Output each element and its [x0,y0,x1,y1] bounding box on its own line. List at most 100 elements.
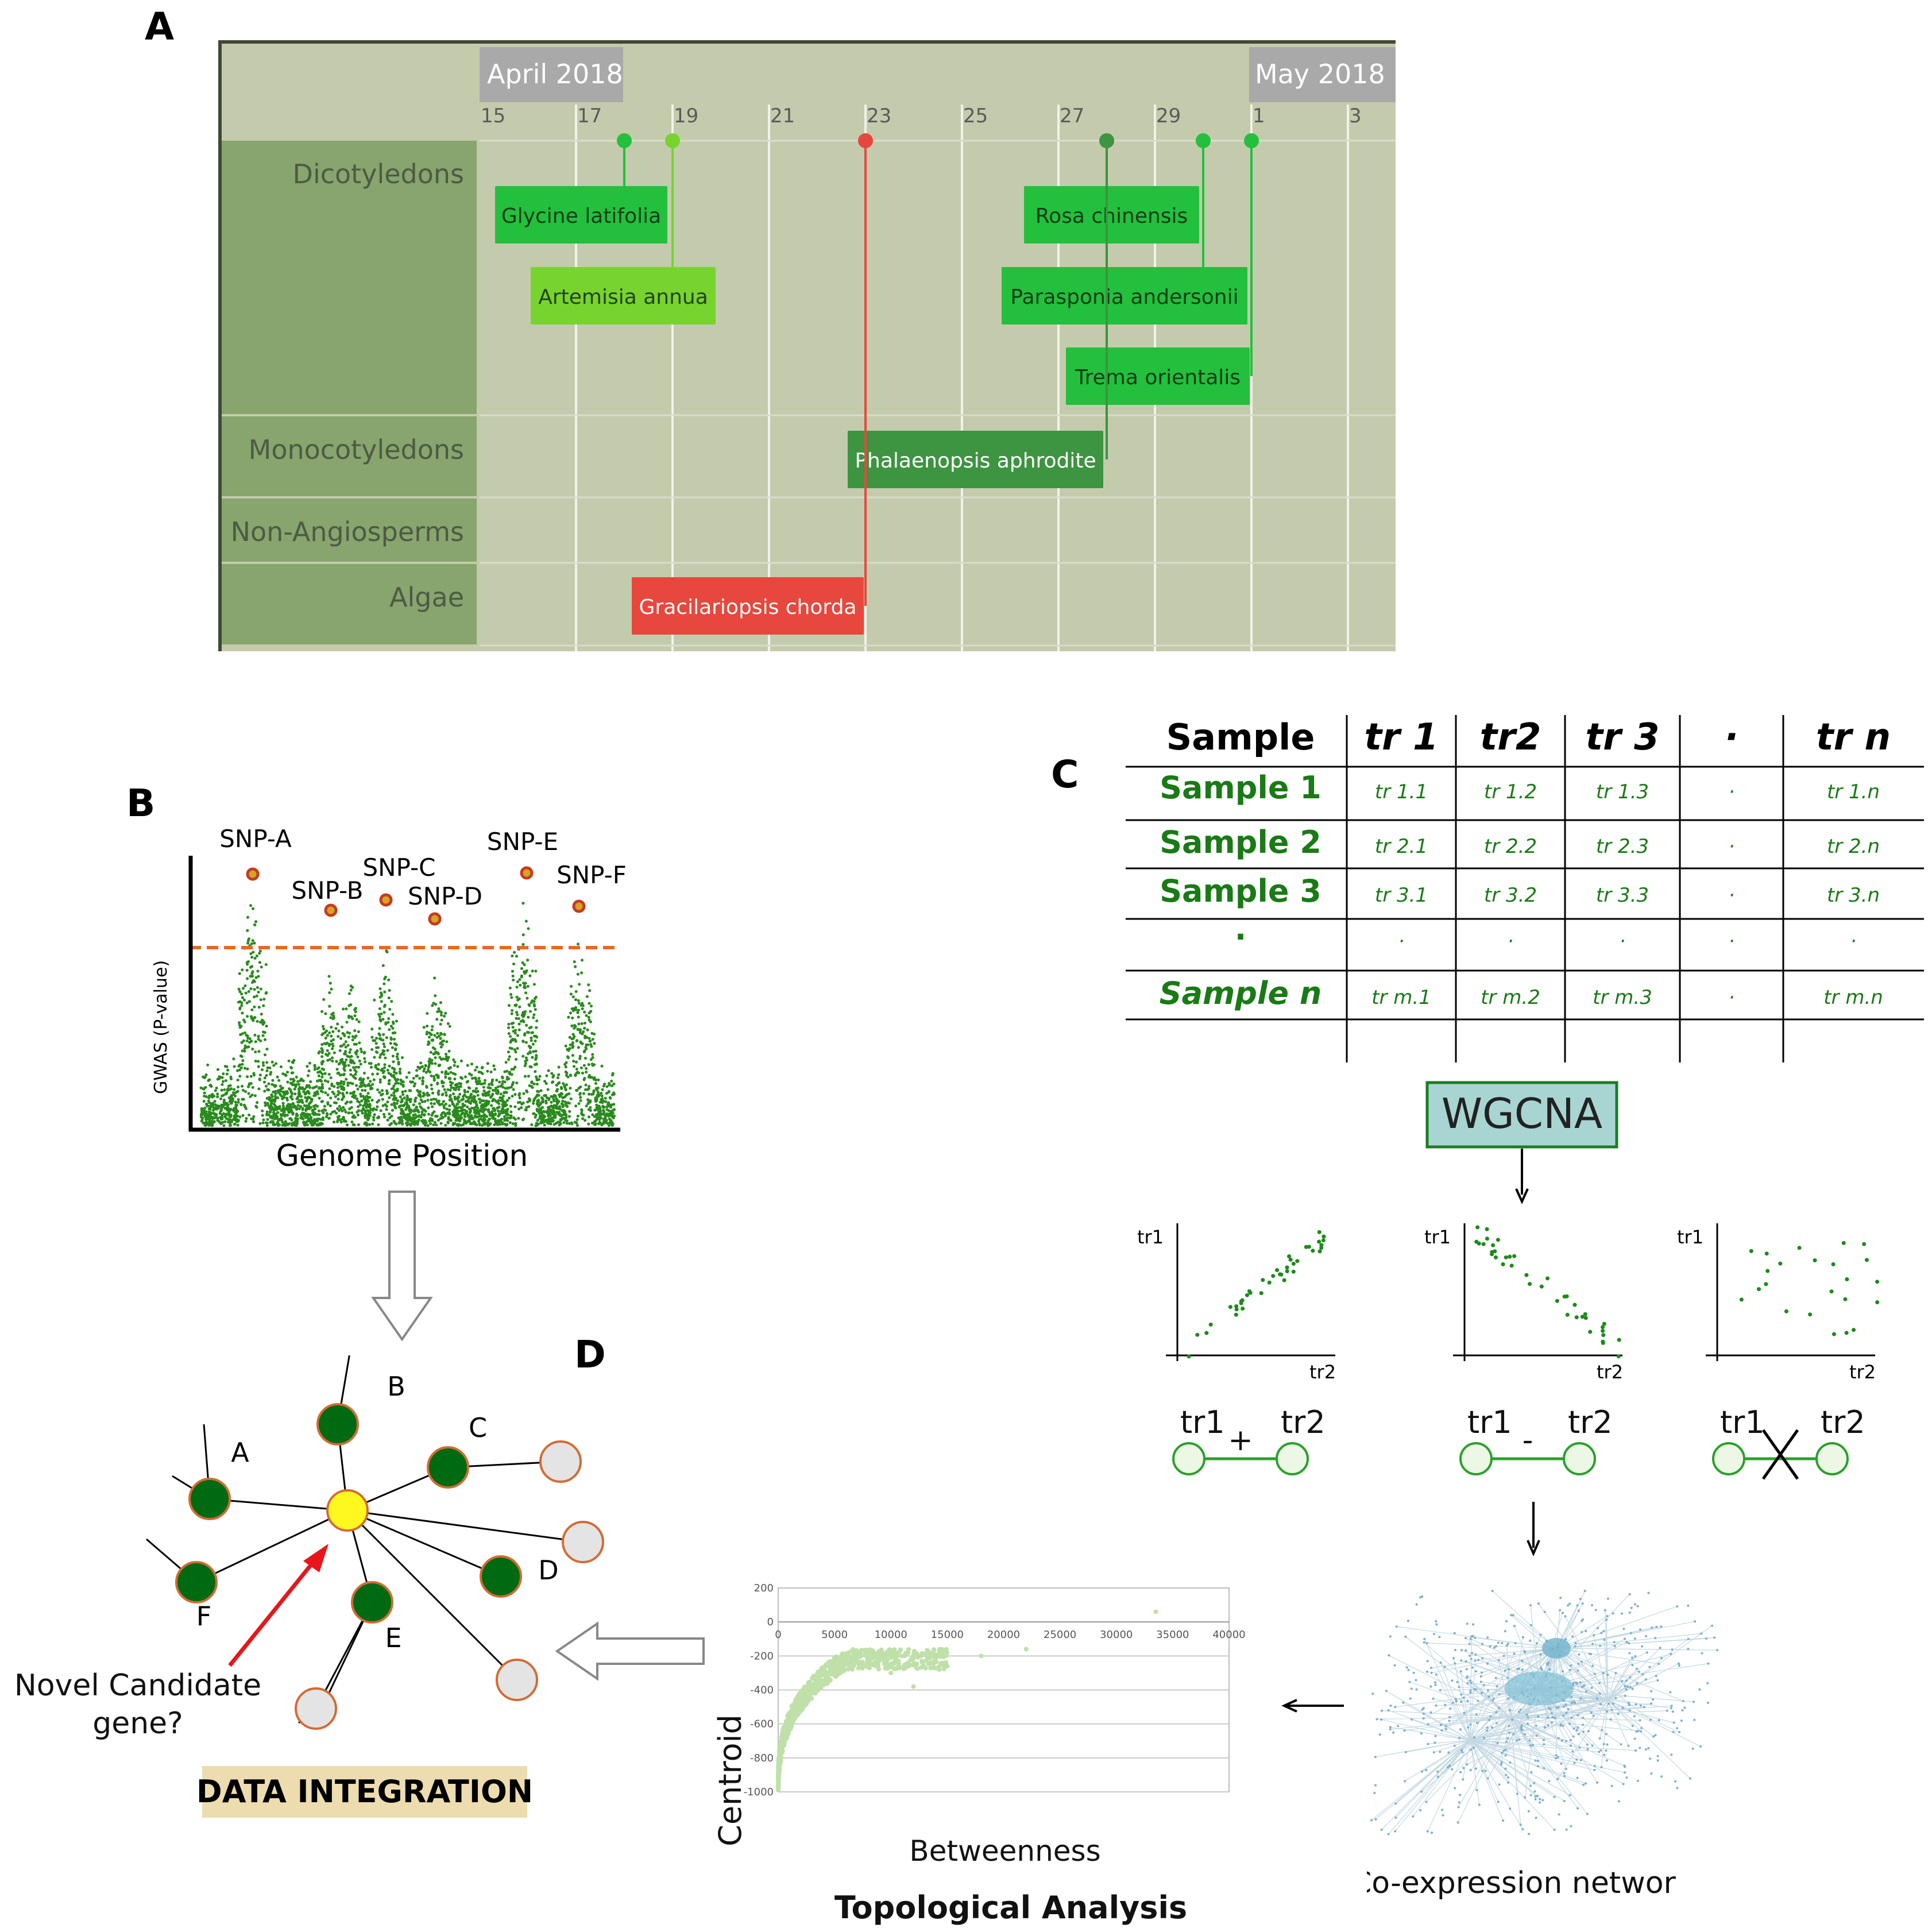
arrow-to-network [1527,1502,1540,1556]
day-tick-label: 27 [1060,105,1084,127]
event-label: Rosa chinensis [1035,204,1188,228]
table-header-cell: tr 1 [1365,716,1439,759]
table-header-cell: tr 3 [1586,716,1660,759]
left-arrow-to-integration [555,1621,705,1681]
event-dot [1099,133,1114,148]
gene-node [175,1561,218,1603]
topology-points [776,1609,1158,1792]
group-band [222,499,477,562]
event-dot [665,133,680,148]
topology-x-tick: 20000 [987,1629,1020,1641]
edge-node-label: tr1 [1467,1404,1512,1440]
integration-nodes [175,1403,604,1730]
table-cell: Sample 3 [1160,873,1322,909]
panel-label-d: D [574,1332,606,1377]
integration-node-label: A [231,1437,249,1468]
table-cell: · [1729,780,1735,803]
snp-label: SNP-F [557,861,627,889]
edge-sign: - [1523,1423,1533,1458]
table-header-cell: · [1725,716,1738,759]
network-label: Co-expression network [1367,1866,1677,1900]
event-box [1024,186,1199,244]
table-cell: · [1729,884,1735,907]
mini-x-label: tr2 [1597,1361,1623,1383]
day-tick-label: 21 [770,105,795,127]
network-nodes [1370,1590,1719,1836]
day-tick-label: 15 [481,105,505,127]
table-cell: · [1850,930,1857,953]
network-caption: Co-expression network [1367,1866,1677,1900]
integration-edge [346,1509,518,1681]
table-cell: · [1729,835,1735,858]
candidate-arrow-shaft [228,1554,320,1667]
table-cell: · [1508,930,1514,953]
table-cell: · [1729,930,1735,953]
network-core [1505,1671,1574,1706]
arrow-to-topology [1281,1699,1344,1713]
group-label: Algae [389,582,464,613]
event-dot [617,133,632,148]
gene-node [316,1403,359,1446]
topology-y-tick: 200 [754,1582,774,1594]
event-box [531,267,716,324]
mini-scatter-points [1187,1230,1326,1359]
edge-node-label: tr2 [1568,1404,1613,1440]
table-cell: · [1235,919,1247,955]
snp-marker [520,866,534,880]
candidate-question-line1: Novel Candidate [14,1668,261,1703]
table-cell: tr 3.3 [1596,884,1649,907]
table-cell: tr 1.2 [1484,780,1537,803]
wgcna-block: WGCNA [1425,1081,1618,1204]
mini-scatter-points [1474,1225,1621,1359]
network-edge-lines [1371,1590,1718,1834]
event-dot [1244,133,1259,148]
arrow-head [1527,1540,1540,1556]
integration-edge [196,1509,348,1583]
topology-x-tick: 30000 [1100,1629,1133,1641]
day-tick-label: 25 [963,105,988,127]
topology-x-tick: 5000 [821,1629,848,1641]
group-band [222,564,477,644]
topology-y-tick: 0 [767,1616,774,1628]
edge-node [1815,1442,1849,1475]
data-integration-box [202,1766,527,1818]
edge-node [1172,1442,1205,1475]
event-box [632,577,864,635]
snp-marker [428,912,442,926]
timeline-group-labels: DicotyledonsMonocotyledonsNon-Angiosperm… [222,141,477,644]
table-cell: tr 1.n [1827,780,1880,803]
wgcna-arrow-head [1515,1188,1529,1204]
table-header-cell: tr2 [1480,716,1541,759]
topology-x-tick: 35000 [1156,1629,1189,1641]
topology-y-tick: -200 [750,1650,774,1662]
integration-edge [209,1498,348,1512]
topology-y-label: Centroid [712,1714,748,1846]
coexpression-network [1370,1590,1719,1836]
event-label: Glycine latifolia [501,204,661,228]
event-label: Trema orientalis [1075,366,1241,389]
topology-y-tick: -1000 [744,1786,774,1798]
event-dot [858,133,873,148]
table-header-cell: tr n [1816,716,1891,759]
data-integration-title: DATA INTEGRATION [196,1773,533,1810]
gene-node [480,1555,522,1598]
edge-node [1276,1442,1309,1475]
month-label-april: April 2018 [487,59,623,90]
table-header-cell: Sample [1166,716,1315,758]
snp-label: SNP-E [487,828,558,856]
table-cell: tr 3.n [1827,884,1880,907]
event-box [1066,347,1250,405]
day-tick-label: 23 [867,105,891,127]
table-grid-lines [1126,715,1924,1062]
gwas-points [199,902,616,1127]
integration-node-label: C [469,1412,487,1443]
panel-label-b: B [126,781,156,825]
topology-x-tick: 40000 [1212,1629,1245,1641]
edge-node [1563,1442,1596,1475]
